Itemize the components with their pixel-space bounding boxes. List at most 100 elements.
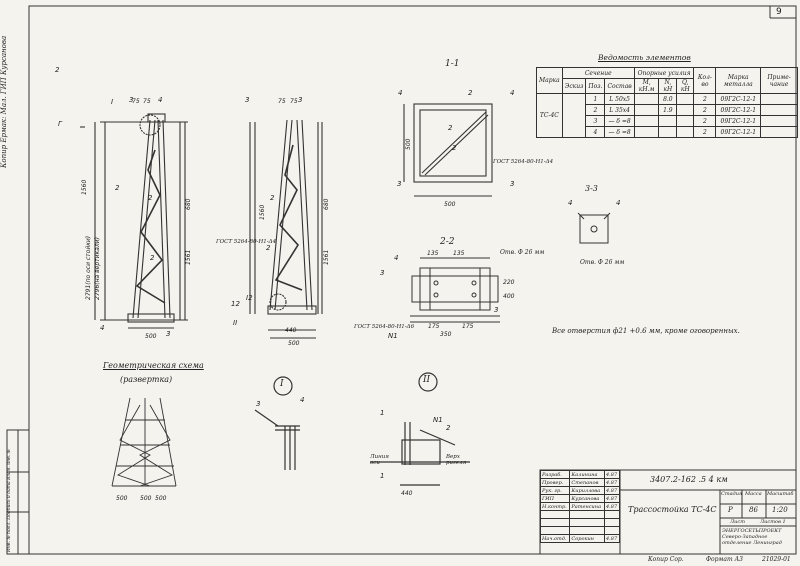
svg-text:I: I [111,98,113,106]
svg-text:1561: 1561 [323,250,330,265]
holes-note: Все отверстия ф21 +0.6 мм, кроме оговоре… [552,327,740,335]
svg-text:II: II [233,319,237,327]
stamp-name: Ратенсина [569,502,605,511]
stamp-date: 4.87 [604,470,620,479]
svg-text:2: 2 [452,144,457,152]
spec-cell: 4 [585,126,606,138]
svg-text:2: 2 [115,184,120,192]
spec-cell [633,115,660,127]
svg-text:500: 500 [288,340,300,347]
spec-cell: 2 [693,104,717,116]
svg-text:500: 500 [444,201,456,208]
svg-text:135: 135 [453,250,465,257]
gost-label-section-2: ГОСТ 5264-80-Н1-Δ6 [354,324,415,330]
spec-cell [633,93,660,105]
spec-cell [658,126,678,138]
svg-text:4: 4 [100,324,104,332]
spec-cell: 09Г2С-12-1 [715,104,762,116]
table-row [539,526,620,535]
spec-cell: 3 [585,115,606,127]
spec-table-title: Ведомость элементов [598,53,691,62]
svg-text:1: 1 [380,472,384,480]
stamp-name: Кириллова [569,486,605,495]
stage-label: Стадия [721,491,743,497]
section-2-2-drawing [410,257,500,323]
spec-col-section: Сечение [561,67,635,79]
svg-text:135: 135 [427,250,439,257]
spec-sketch-cell [561,93,587,138]
drawing-name: Трассостойка ТС-4С [628,505,717,514]
spec-cell: 09Г2С-12-1 [715,115,762,127]
hole-label-section-2: Отв. Ф 26 мм [500,249,545,256]
spec-cell: 09Г2С-12-1 [715,126,762,138]
svg-text:3: 3 [510,180,514,188]
stamp-date: 4.87 [604,478,620,487]
spec-cell [760,104,798,116]
mass-label: Масса [745,491,762,497]
organization: ЭНЕРГОСЕТЬПРОЕКТ Северо-Западное отделен… [722,528,782,546]
svg-text:1561: 1561 [185,250,192,265]
spec-cell: 8.0 [658,93,678,105]
spec-cell: 2 [693,126,717,138]
svg-text:350: 350 [440,331,452,338]
section-1-1-label: 1-1 [445,59,460,69]
stamp-name: Степанов [569,478,605,487]
spec-cell [676,115,695,127]
spec-cell: — δ =8 [604,115,635,127]
side-copy-note: Копир Ермак: Мал. ГИП Курсанова [0,35,8,168]
sheet-frame [28,5,797,555]
doc-number: 3407.2-162 .5 4 км [650,475,728,484]
gost-label-side-view: ГОСТ 5264-80-Н1-Δ4 [216,239,277,245]
spec-col-sketch: Эскиз [561,78,587,94]
stamp-role: Рук. гр. [539,486,571,495]
svg-text:75: 75 [290,98,298,105]
svg-text:2: 2 [150,254,155,262]
svg-text:75: 75 [143,98,151,105]
stamp-date: 4.87 [604,534,620,543]
dim-2791-vertical: 2791(по оси стойки) [85,236,92,300]
svg-text:4: 4 [510,89,514,97]
stamp-name: Сорокин [569,534,605,543]
stamp-name: Калинина [569,470,605,479]
hole-label-section-3: Отв. Ф 26 мм [580,259,625,266]
svg-text:175: 175 [428,323,440,330]
svg-text:1560: 1560 [259,205,266,220]
tower-side-view [249,119,323,339]
spec-cell [676,126,695,138]
scale-value: 1:20 [772,506,788,514]
svg-text:3: 3 [166,330,170,338]
table-row: 3 — δ =8 2 09Г2С-12-1 [537,115,798,127]
spec-col-pos: Поз. [585,78,606,94]
section-3-3-label: 3-3 [585,184,598,193]
svg-text:N1: N1 [433,416,443,424]
svg-text:680: 680 [323,198,330,210]
detail-I-label: I [280,379,284,389]
spec-cell: 1 [585,93,606,105]
stamp-role: ГИП [539,494,571,503]
svg-text:4: 4 [158,96,162,104]
svg-text:2: 2 [148,194,153,202]
svg-text:4: 4 [568,199,572,207]
stamp-date: 4.87 [604,494,620,503]
svg-text:3: 3 [256,400,260,408]
svg-text:75: 75 [278,98,286,105]
svg-text:220: 220 [503,279,515,286]
svg-text:500: 500 [155,495,167,502]
spec-mark-value: ТС-4С [536,93,563,138]
spec-cell: 2 [693,115,717,127]
gost-label-section-1: ГОСТ 5264-80-Н1-Δ4 [493,159,554,165]
spec-cell: 09Г2С-12-1 [715,93,762,105]
svg-text:3: 3 [245,96,249,104]
detail-II-drawing [370,372,470,486]
svg-text:3: 3 [494,306,498,314]
svg-text:1: 1 [380,409,384,417]
svg-text:12: 12 [231,300,240,308]
spec-cell [676,104,695,116]
spec-table: Марка Сечение Опорные усилия Кол-во Марк… [536,67,798,138]
spec-cell [760,93,798,105]
